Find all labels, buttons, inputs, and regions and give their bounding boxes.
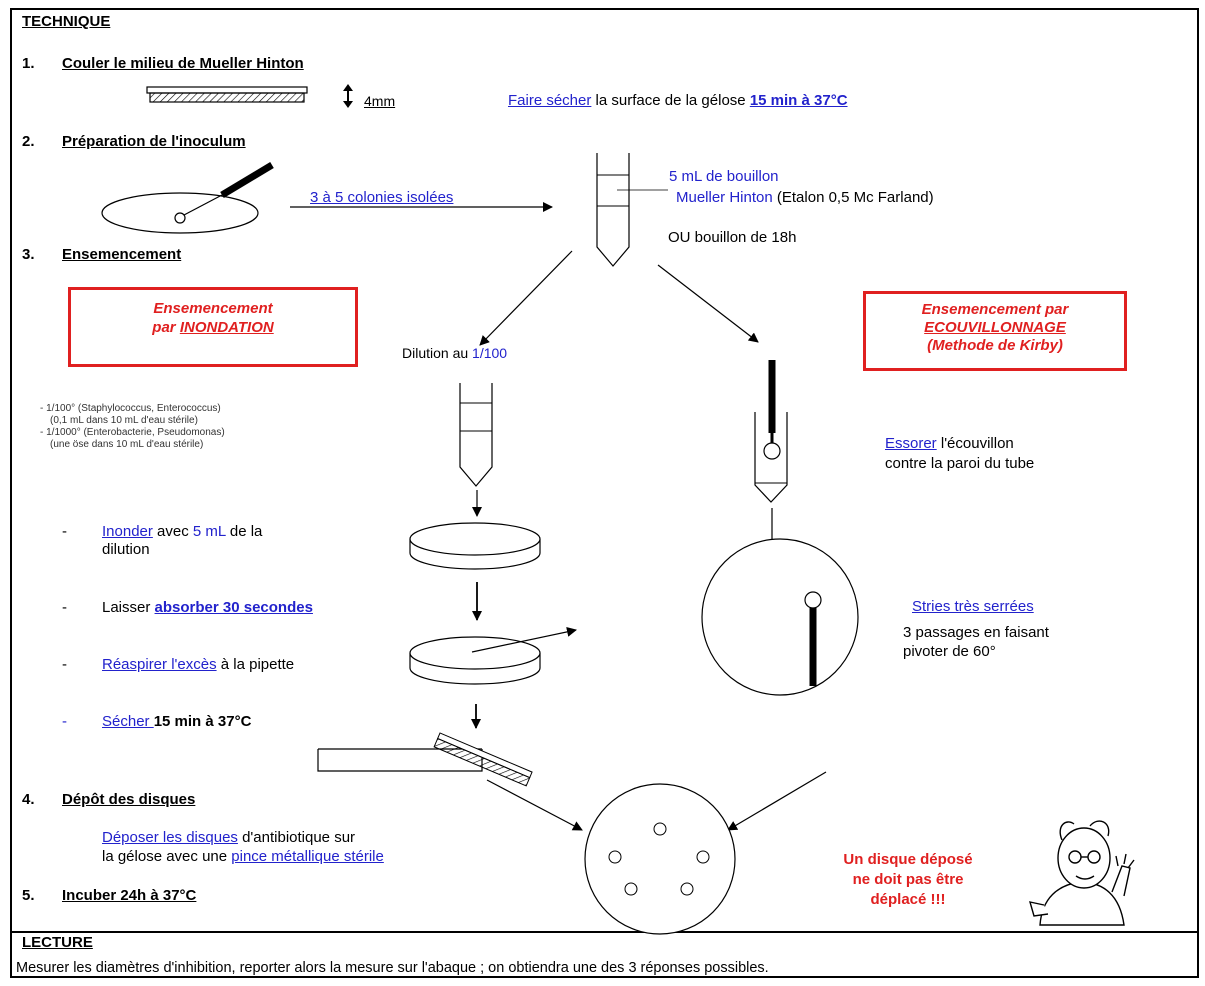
flood-step: Inonder avec 5 mL de la: [102, 523, 263, 540]
step5-number: 5.: [22, 887, 35, 904]
flooded-plate: [409, 522, 541, 570]
arrow-flood-to-disk-plate: [486, 779, 583, 831]
technique-heading: TECHNIQUE: [22, 13, 111, 30]
step1-instruction: Faire sécher la surface de la gélose 15 …: [508, 92, 848, 109]
dilution-note-1: - 1/100° (Staphylococcus, Enterococcus): [40, 403, 221, 414]
step1-number: 1.: [22, 55, 35, 72]
dilution-note-3: - 1/1000° (Enterobacterie, Pseudomonas): [40, 427, 225, 438]
swab-method-name: ECOUVILLONNAGE: [924, 319, 1066, 336]
deposit-line2: la gélose avec une pince métallique stér…: [102, 848, 384, 865]
lecture-heading: LECTURE: [22, 934, 93, 951]
professor-cartoon-icon: [1029, 820, 1135, 926]
absorb-dash: -: [62, 599, 67, 616]
step2-title: Préparation de l'inoculum: [62, 133, 246, 150]
aspirate-dash: -: [62, 656, 67, 673]
absorb-step: Laisser absorber 30 secondes: [102, 599, 313, 616]
flood-dash: -: [62, 523, 67, 540]
passes-line1: 3 passages en faisant: [903, 624, 1049, 641]
wring-swab-line2: contre la paroi du tube: [885, 455, 1035, 472]
dry-surface-link: Faire sécher: [508, 92, 592, 109]
flood-method-subtitle: par INONDATION: [152, 319, 274, 336]
drying-plate: [317, 732, 533, 787]
warning-line3: déplacé !!!: [870, 891, 946, 908]
step4-number: 4.: [22, 791, 35, 808]
dilution-note-4: (une öse dans 10 mL d'eau stérile): [50, 439, 204, 450]
step5-title: Incuber 24h à 37°C: [62, 887, 197, 904]
deposit-line1: Déposer les disques d'antibiotique sur: [102, 829, 356, 846]
petri-dish-step1: [146, 86, 308, 103]
step2-number: 2.: [22, 133, 35, 150]
arrow-to-swab-branch: [657, 264, 759, 343]
drying-duration: 15 min à 37°C: [749, 92, 848, 109]
wring-swab-step: Essorer l'écouvillon: [885, 435, 1014, 452]
step1-title: Couler le milieu de Mueller Hinton: [62, 55, 304, 72]
passes-line2: pivoter de 60°: [903, 643, 996, 660]
flood-step-line2: dilution: [102, 541, 150, 558]
thickness-label: 4mm: [364, 93, 396, 109]
swab-method-title: Ensemencement par: [921, 301, 1069, 318]
step3-title: Ensemencement: [62, 246, 182, 263]
arrow-to-flood-branch: [479, 250, 573, 346]
antibiotic-disk-plate: [584, 783, 736, 935]
dilution-tube: [459, 383, 493, 487]
aspirated-plate: [409, 636, 541, 685]
streak-plate: [701, 538, 859, 696]
broth-medium: Mueller Hinton (Etalon 0,5 Mc Farland): [676, 189, 934, 206]
colonies-label: 3 à 5 colonies isolées: [310, 189, 454, 206]
warning-line1: Un disque déposé: [843, 851, 973, 868]
dilution-note-2: (0,1 mL dans 10 mL d'eau stérile): [50, 415, 198, 426]
step3-number: 3.: [22, 246, 35, 263]
broth-tube: [596, 153, 668, 267]
step4-title: Dépôt des disques: [62, 791, 196, 808]
broth-volume: 5 mL de bouillon: [669, 168, 779, 185]
swab-method-subtitle: (Methode de Kirby): [927, 337, 1063, 354]
section-divider: [10, 931, 1199, 933]
page-frame: [10, 8, 1199, 978]
dilution-label: Dilution au 1/100: [402, 345, 508, 361]
streak-step: Stries très serrées: [912, 598, 1034, 615]
dry-dash: -: [62, 713, 67, 730]
swab-method-box: Ensemencement par ECOUVILLONNAGE (Method…: [863, 291, 1127, 371]
broth-alternative: OU bouillon de 18h: [668, 229, 797, 246]
swab-tube: [754, 412, 788, 503]
arrow-swab-to-disk-plate: [727, 771, 827, 831]
inoculation-loop-plate: [101, 161, 274, 234]
thickness-arrow-icon: [343, 84, 353, 108]
dry-step: Sécher 15 min à 37°C: [102, 713, 252, 730]
flood-method-title: Ensemencement: [153, 300, 273, 317]
flood-method-box: Ensemencement par INONDATION: [68, 287, 358, 367]
warning-line2: ne doit pas être: [852, 871, 964, 888]
pipette-arrow-icon: [471, 626, 577, 653]
aspirate-step: Réaspirer l'excès à la pipette: [102, 656, 295, 673]
lecture-text: Mesurer les diamètres d'inhibition, repo…: [16, 960, 769, 976]
